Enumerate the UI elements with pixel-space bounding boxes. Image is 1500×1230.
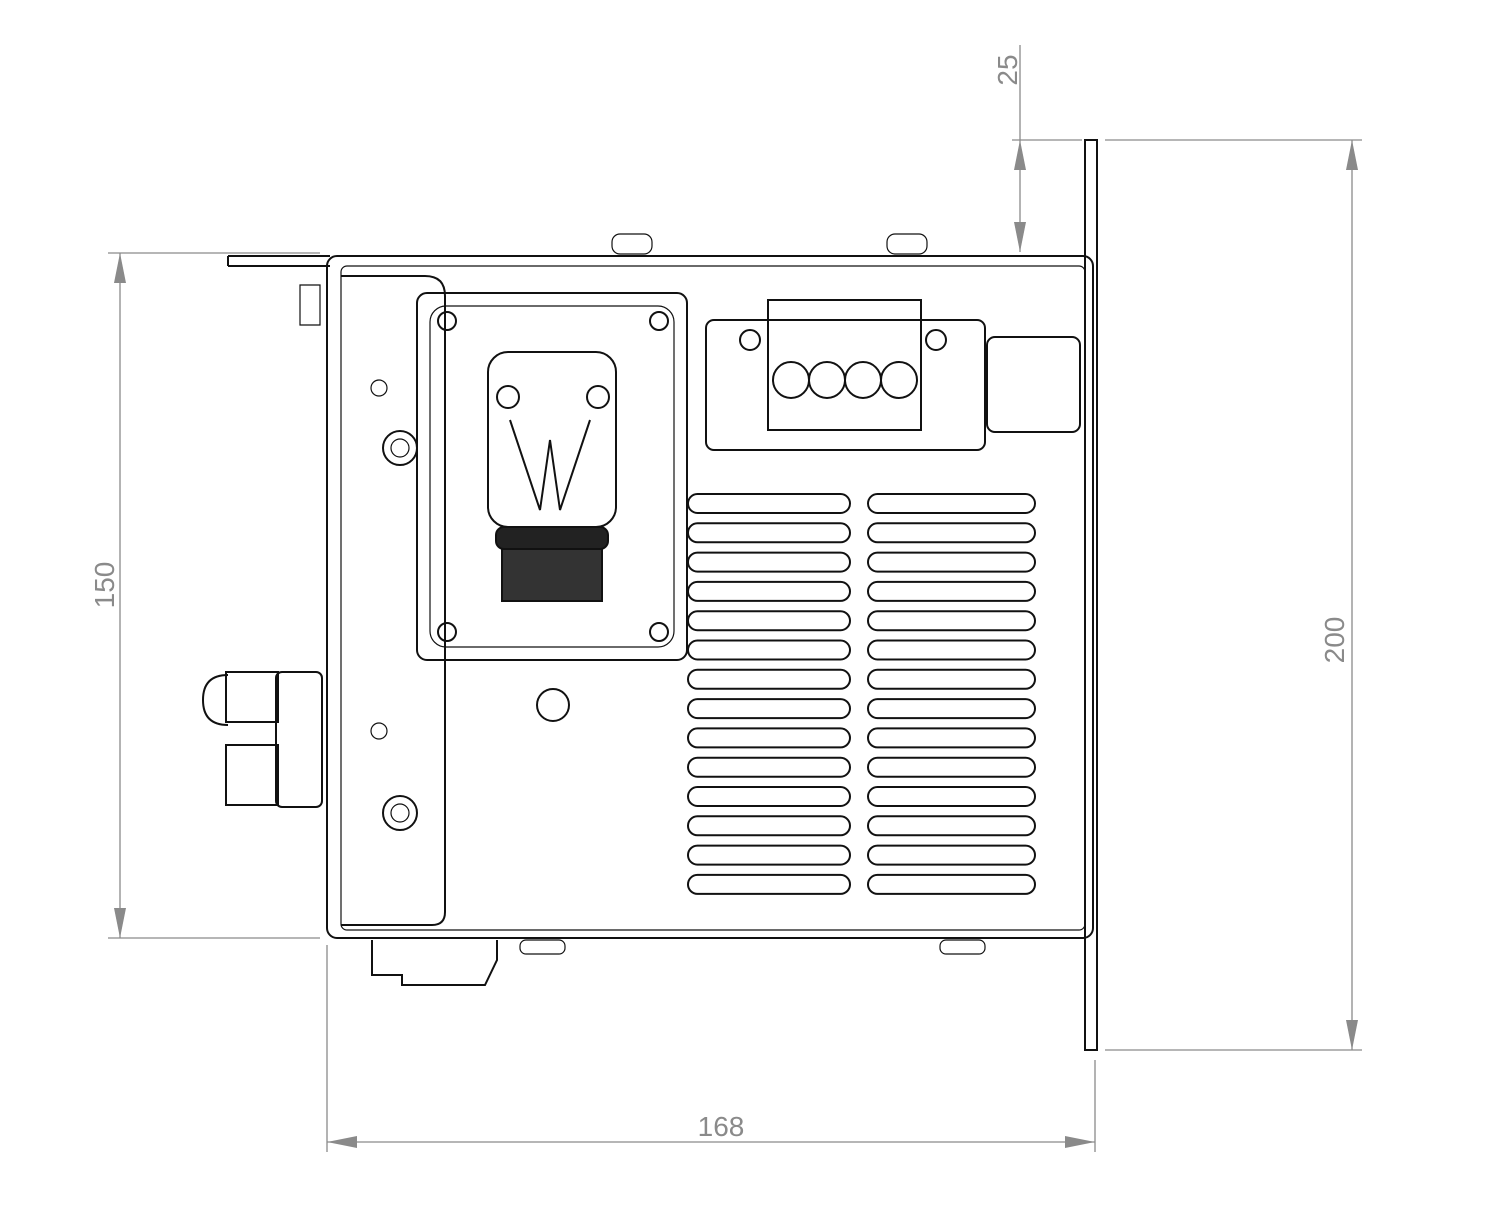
vent-slot-left xyxy=(687,639,851,661)
vent-slot-left xyxy=(687,698,851,720)
dimension-label-200: 200 xyxy=(1319,617,1350,664)
vent-slot-right xyxy=(867,639,1036,661)
screw-icon xyxy=(382,795,418,831)
vent-slot-right xyxy=(867,551,1036,573)
housing xyxy=(227,139,1098,1051)
vent-slot-left xyxy=(687,873,851,895)
side-connector xyxy=(201,671,323,808)
vent-slot-right xyxy=(867,698,1036,720)
vent-slot-left xyxy=(687,727,851,749)
vent-slot-right xyxy=(867,727,1036,749)
vent-slot-right xyxy=(867,844,1036,866)
vent-slot-right xyxy=(867,580,1036,602)
vent-slot-left xyxy=(687,522,851,544)
dimension-25: 25 xyxy=(992,45,1082,252)
vent-slot-right xyxy=(867,610,1036,632)
vent-slot-left xyxy=(687,815,851,837)
ventilation-slots xyxy=(687,493,1036,895)
vent-slot-right xyxy=(867,815,1036,837)
screw-icon xyxy=(382,430,418,466)
dimension-label-168: 168 xyxy=(698,1111,745,1142)
vent-slot-right xyxy=(867,493,1036,514)
dimension-label-25: 25 xyxy=(992,54,1023,85)
vent-slot-left xyxy=(687,580,851,602)
vent-slot-left xyxy=(687,610,851,632)
vent-slot-left xyxy=(687,551,851,573)
vent-slot-right xyxy=(867,668,1036,690)
vent-slot-right xyxy=(867,786,1036,807)
vent-slot-right xyxy=(867,873,1036,895)
dimension-150: 150 xyxy=(89,252,320,939)
vent-slot-left xyxy=(687,493,851,514)
vent-slot-right xyxy=(867,756,1036,778)
terminal-block xyxy=(705,299,1081,451)
dimension-168: 168 xyxy=(326,945,1096,1152)
circular-connector-plate xyxy=(416,292,688,722)
vent-slot-left xyxy=(687,668,851,690)
hole-icon xyxy=(536,688,570,722)
vent-slot-left xyxy=(687,786,851,807)
vent-slot-right xyxy=(867,522,1036,544)
dimension-200: 200 xyxy=(1105,139,1362,1051)
vent-slot-left xyxy=(687,756,851,778)
vent-slot-left xyxy=(687,844,851,866)
dimension-label-150: 150 xyxy=(89,562,120,609)
